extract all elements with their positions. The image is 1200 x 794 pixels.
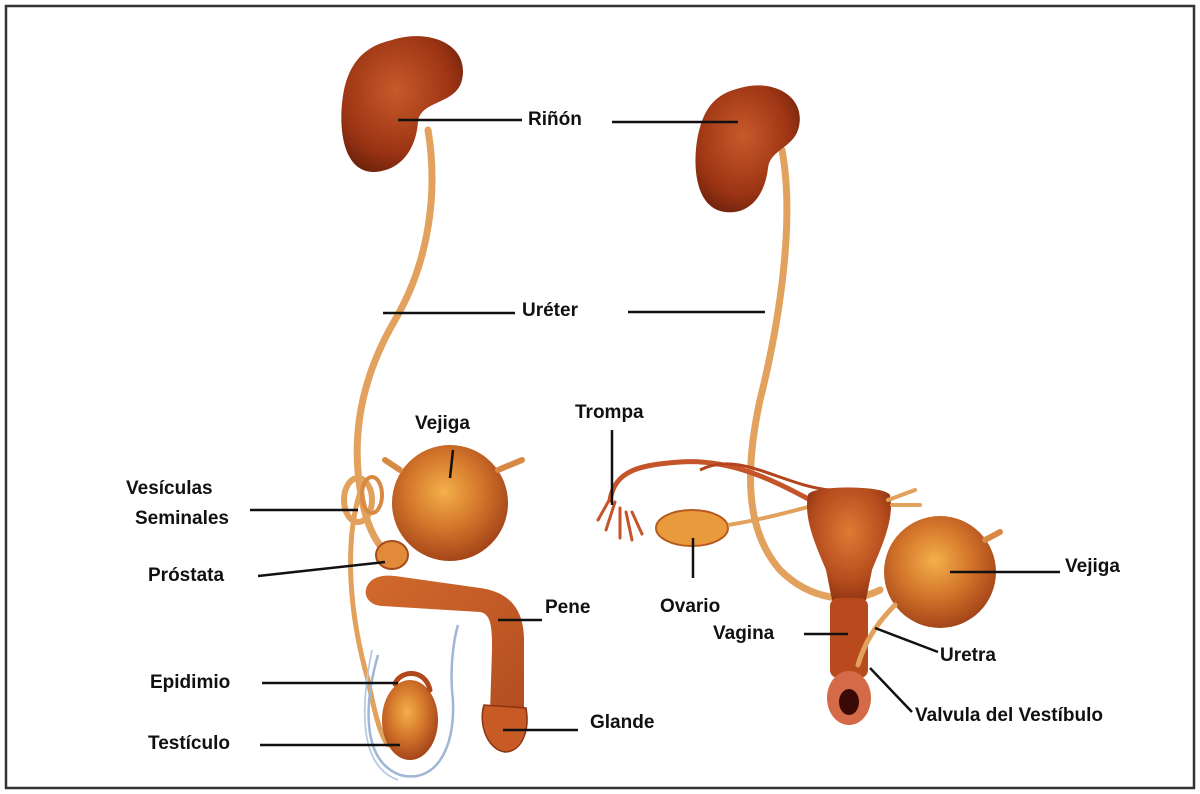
label-rinon: Riñón [528,109,582,131]
label-vesiculas-line2: Seminales [135,508,229,530]
label-ureter: Uréter [522,300,578,322]
label-uretra: Uretra [940,645,996,667]
prostate [376,541,408,569]
fimbriae [598,495,642,540]
diagram-frame [6,6,1194,788]
glans [482,705,527,752]
female-system [598,85,1000,725]
label-ovario: Ovario [660,596,720,618]
label-vesiculas-line1: Vesículas [126,478,213,500]
label-vagina: Vagina [713,623,774,645]
label-valvula: Valvula del Vestíbulo [915,705,1103,727]
fallopian-tube [610,462,820,505]
label-pene: Pene [545,597,590,619]
label-prostata: Próstata [148,565,224,587]
label-epidimio: Epidimio [150,672,230,694]
uterus [807,488,891,601]
vagina [830,598,868,678]
label-testiculo: Testículo [148,733,230,755]
male-kidney [341,36,463,172]
male-bladder [392,445,508,561]
label-glande: Glande [590,712,654,734]
male-system [341,36,527,780]
label-trompa: Trompa [575,402,644,424]
label-vejiga-male: Vejiga [415,413,470,435]
label-vejiga-female: Vejiga [1065,556,1120,578]
